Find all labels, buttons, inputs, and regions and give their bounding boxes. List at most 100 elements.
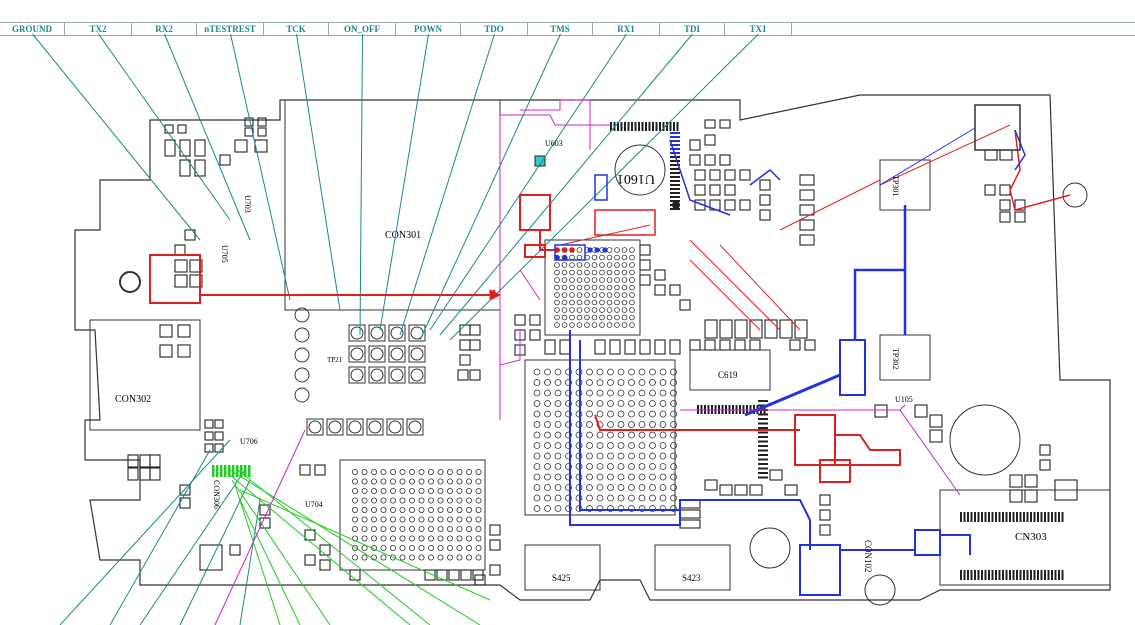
ball (629, 322, 635, 328)
ball (437, 545, 444, 552)
ball (670, 431, 677, 439)
pad (139, 467, 151, 481)
test-pad-ring (390, 368, 404, 382)
pad (424, 569, 436, 581)
ball (399, 554, 406, 561)
jtag-line-11 (449, 33, 759, 341)
ball (533, 505, 541, 512)
ball (554, 431, 562, 439)
connector-pin (620, 122, 623, 131)
jtag-line-5 (359, 33, 363, 336)
ball (351, 497, 358, 504)
ball (446, 554, 453, 561)
ball (437, 487, 444, 494)
jtag-line-9 (429, 33, 627, 331)
ball (408, 535, 415, 542)
ball (649, 400, 656, 407)
ball (649, 368, 656, 376)
ball (456, 545, 463, 552)
ball (638, 473, 646, 481)
ball (586, 368, 593, 376)
ball (544, 431, 551, 439)
ball (584, 262, 590, 268)
ball (591, 314, 598, 321)
test-pad (408, 324, 426, 342)
ball (456, 506, 463, 513)
ball (586, 463, 593, 470)
ball (621, 277, 628, 283)
connector-pin (991, 512, 994, 522)
ball (475, 478, 482, 485)
pad (799, 174, 815, 186)
pad (164, 139, 176, 157)
ball (599, 314, 605, 321)
signal-label-ground: GROUND (0, 23, 65, 35)
pad (704, 479, 718, 491)
ball (670, 505, 677, 512)
ball (427, 487, 434, 494)
connector-pin (1023, 512, 1025, 522)
ball (554, 484, 562, 491)
pad (929, 414, 943, 428)
connector-pin (232, 465, 235, 477)
test-pad-ring (370, 368, 384, 382)
ball (465, 506, 472, 513)
mount-hole-1 (1062, 182, 1088, 208)
connector-pin (673, 122, 675, 131)
ball (554, 322, 560, 328)
pad (929, 429, 943, 443)
connector-pin (1030, 570, 1032, 580)
connector-pin (652, 122, 654, 131)
ball (437, 478, 444, 485)
pad (639, 244, 651, 256)
ball (399, 516, 406, 523)
ball (446, 506, 453, 513)
ball (565, 463, 572, 470)
connector-pin (758, 404, 768, 407)
ball (607, 379, 614, 386)
ball (565, 442, 572, 449)
pad (149, 454, 161, 468)
connector-pin (1016, 512, 1018, 522)
ball (554, 368, 562, 376)
ball (475, 497, 482, 504)
ball (576, 314, 583, 321)
connector-pin (984, 570, 987, 580)
pad (704, 319, 718, 339)
ball (399, 497, 406, 504)
ball (427, 468, 434, 475)
ball (361, 554, 368, 561)
u703-label: U703 (243, 195, 252, 213)
ball (408, 516, 415, 523)
ball (591, 292, 598, 298)
signal-label-tx2: TX2 (65, 23, 132, 35)
signal-label-tx1: TX1 (725, 23, 792, 35)
test-pad-ring (308, 420, 322, 434)
ball (621, 262, 628, 268)
pad (214, 443, 224, 453)
ball (606, 299, 613, 306)
ball (351, 506, 358, 513)
ball (380, 487, 387, 494)
ball (607, 400, 614, 407)
ball (638, 410, 646, 418)
ball (399, 478, 406, 485)
ball (456, 497, 463, 504)
connector-pin (970, 570, 973, 580)
ball (621, 254, 628, 261)
ball (351, 554, 358, 561)
pad (759, 179, 771, 191)
ball (380, 478, 387, 485)
ball (629, 284, 635, 291)
ball (621, 314, 628, 321)
pad (724, 184, 736, 196)
connector-pin (1037, 570, 1039, 580)
pad (194, 139, 206, 157)
connector-pin (624, 122, 626, 131)
ball (586, 442, 593, 449)
connector-pin (670, 148, 680, 150)
ball (569, 314, 575, 321)
ball (554, 307, 560, 313)
ball (456, 535, 463, 542)
